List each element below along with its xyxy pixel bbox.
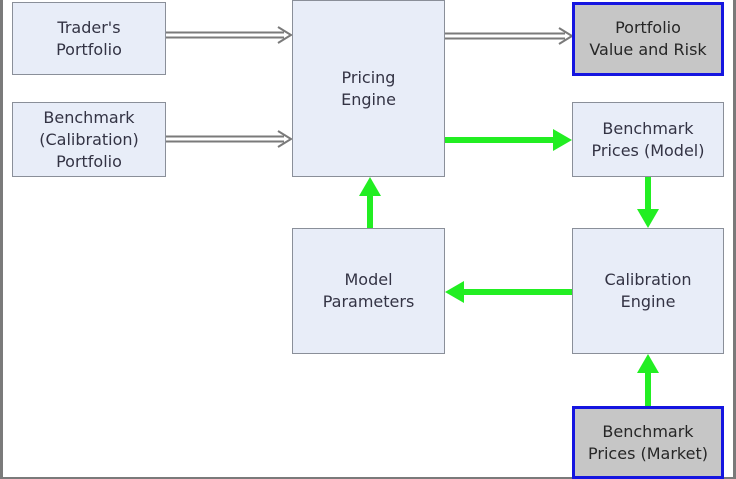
benchmark-prices-market-label: Benchmark Prices (Market) xyxy=(588,421,708,463)
arrow-market-to-calibration xyxy=(637,354,659,406)
arrow-benchmark-to-pricing xyxy=(166,130,293,148)
portfolio-value-risk-box: Portfolio Value and Risk xyxy=(572,2,724,76)
frame-left-edge xyxy=(0,0,3,479)
arrow-calibration-to-model-params xyxy=(445,281,572,303)
pricing-engine-label: Pricing Engine xyxy=(341,67,396,109)
model-parameters-box: Model Parameters xyxy=(292,228,445,354)
arrow-model-params-to-pricing xyxy=(359,177,381,228)
arrow-pricing-to-benchmark-model xyxy=(445,129,572,151)
benchmark-calibration-portfolio-box: Benchmark (Calibration) Portfolio xyxy=(12,102,166,177)
calibration-engine-box: Calibration Engine xyxy=(572,228,724,354)
arrow-benchmark-model-to-calibration xyxy=(637,177,659,228)
benchmark-prices-model-label: Benchmark Prices (Model) xyxy=(591,118,705,160)
frame-right-edge xyxy=(733,0,736,479)
frame-bottom-edge xyxy=(0,477,736,479)
calibration-engine-label: Calibration Engine xyxy=(604,270,692,311)
benchmark-prices-model-box: Benchmark Prices (Model) xyxy=(572,102,724,177)
benchmark-prices-market-box: Benchmark Prices (Market) xyxy=(572,406,724,479)
traders-portfolio-label: Trader's Portfolio xyxy=(56,17,122,59)
model-parameters-label: Model Parameters xyxy=(322,270,415,311)
benchmark-calibration-portfolio-label: Benchmark (Calibration) Portfolio xyxy=(39,107,139,171)
traders-portfolio-box: Trader's Portfolio xyxy=(12,2,166,75)
portfolio-value-risk-label: Portfolio Value and Risk xyxy=(589,18,707,59)
arrow-traders-to-pricing xyxy=(166,26,293,44)
pricing-engine-box: Pricing Engine xyxy=(292,0,445,177)
arrow-pricing-to-portfolio-value xyxy=(445,27,574,45)
